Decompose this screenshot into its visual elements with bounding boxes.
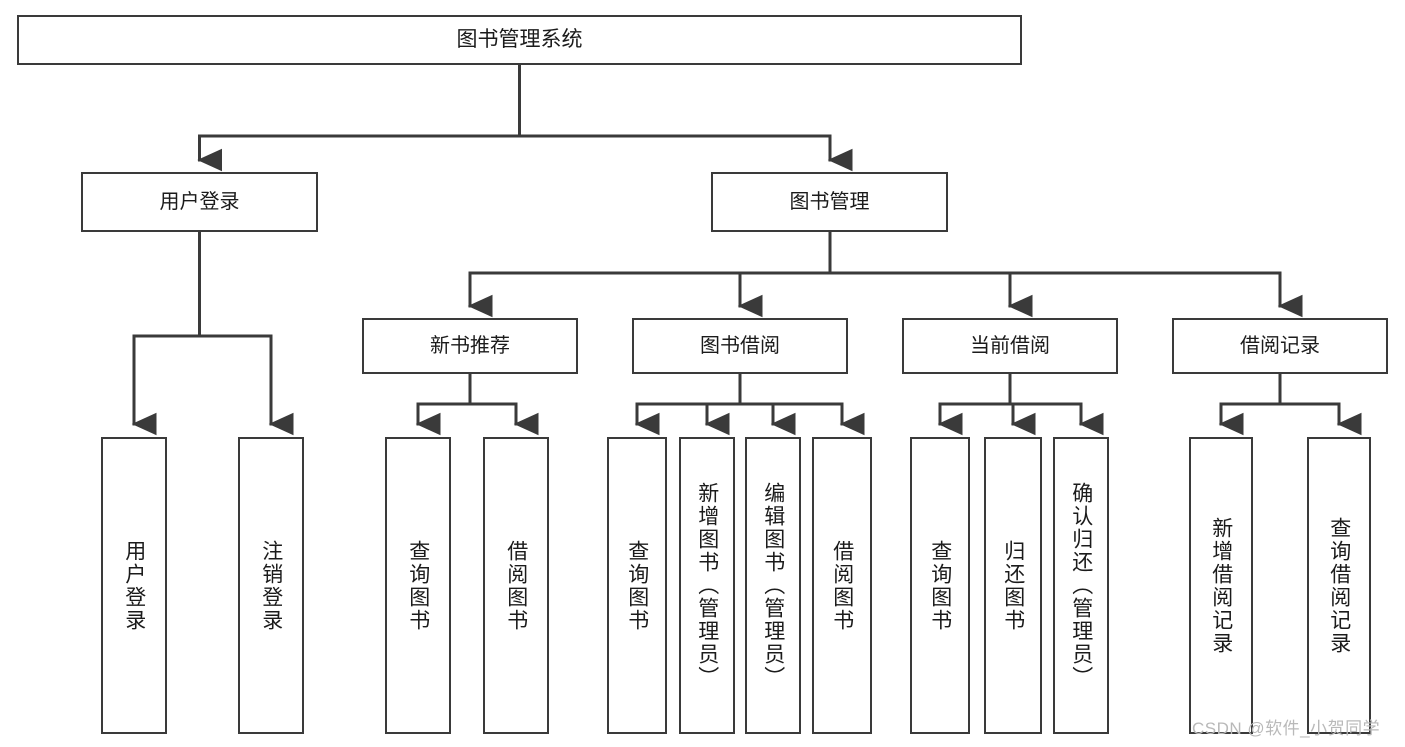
leaf-confirm-return-admin[interactable]: 确认归还（管理员）	[1053, 437, 1109, 734]
leaf-query-borrow-record-label: 查询借阅记录	[1327, 516, 1351, 655]
node-user-login-label: 用户登录	[159, 190, 240, 213]
node-root-label: 图书管理系统	[456, 28, 583, 52]
node-new-book-recommend[interactable]: 新书推荐	[362, 318, 578, 374]
leaf-edit-book-admin[interactable]: 编辑图书（管理员）	[745, 437, 801, 734]
node-borrow-record-label: 借阅记录	[1240, 334, 1320, 357]
leaf-edit-book-admin-label: 编辑图书（管理员）	[761, 482, 785, 689]
leaf-query-book-borrow[interactable]: 查询图书	[607, 437, 667, 734]
leaf-user-login[interactable]: 用户登录	[101, 437, 167, 734]
leaf-return-book-label: 归还图书	[1001, 539, 1025, 632]
node-current-borrow-label: 当前借阅	[970, 334, 1050, 357]
leaf-query-book-current-label: 查询图书	[928, 539, 952, 632]
leaf-user-login-label: 用户登录	[122, 539, 146, 632]
csdn-watermark: CSDN @软件_小贺同学	[1192, 719, 1381, 738]
leaf-borrow-book-rec-label: 借阅图书	[504, 539, 528, 632]
leaf-query-book-current[interactable]: 查询图书	[910, 437, 970, 734]
leaf-query-book-rec-label: 查询图书	[406, 539, 430, 632]
leaf-borrow-book-label: 借阅图书	[830, 539, 854, 632]
node-root[interactable]: 图书管理系统	[17, 15, 1022, 65]
leaf-add-book-admin[interactable]: 新增图书（管理员）	[679, 437, 735, 734]
leaf-query-book-borrow-label: 查询图书	[625, 539, 649, 632]
node-borrow-record[interactable]: 借阅记录	[1172, 318, 1388, 374]
leaf-borrow-book[interactable]: 借阅图书	[812, 437, 872, 734]
leaf-query-book-rec[interactable]: 查询图书	[385, 437, 451, 734]
leaf-return-book[interactable]: 归还图书	[984, 437, 1042, 734]
leaf-add-book-admin-label: 新增图书（管理员）	[695, 482, 719, 689]
leaf-add-borrow-record-label: 新增借阅记录	[1209, 516, 1233, 655]
node-book-borrow-label: 图书借阅	[700, 334, 780, 357]
node-current-borrow[interactable]: 当前借阅	[902, 318, 1118, 374]
node-user-login[interactable]: 用户登录	[81, 172, 318, 232]
node-book-management-label: 图书管理	[789, 190, 870, 213]
leaf-borrow-book-rec[interactable]: 借阅图书	[483, 437, 549, 734]
node-new-book-recommend-label: 新书推荐	[430, 334, 510, 357]
leaf-confirm-return-admin-label: 确认归还（管理员）	[1069, 482, 1093, 689]
node-book-management[interactable]: 图书管理	[711, 172, 948, 232]
leaf-logout[interactable]: 注销登录	[238, 437, 304, 734]
leaf-logout-label: 注销登录	[259, 539, 283, 632]
leaf-query-borrow-record[interactable]: 查询借阅记录	[1307, 437, 1371, 734]
node-book-borrow[interactable]: 图书借阅	[632, 318, 848, 374]
leaf-add-borrow-record[interactable]: 新增借阅记录	[1189, 437, 1253, 734]
